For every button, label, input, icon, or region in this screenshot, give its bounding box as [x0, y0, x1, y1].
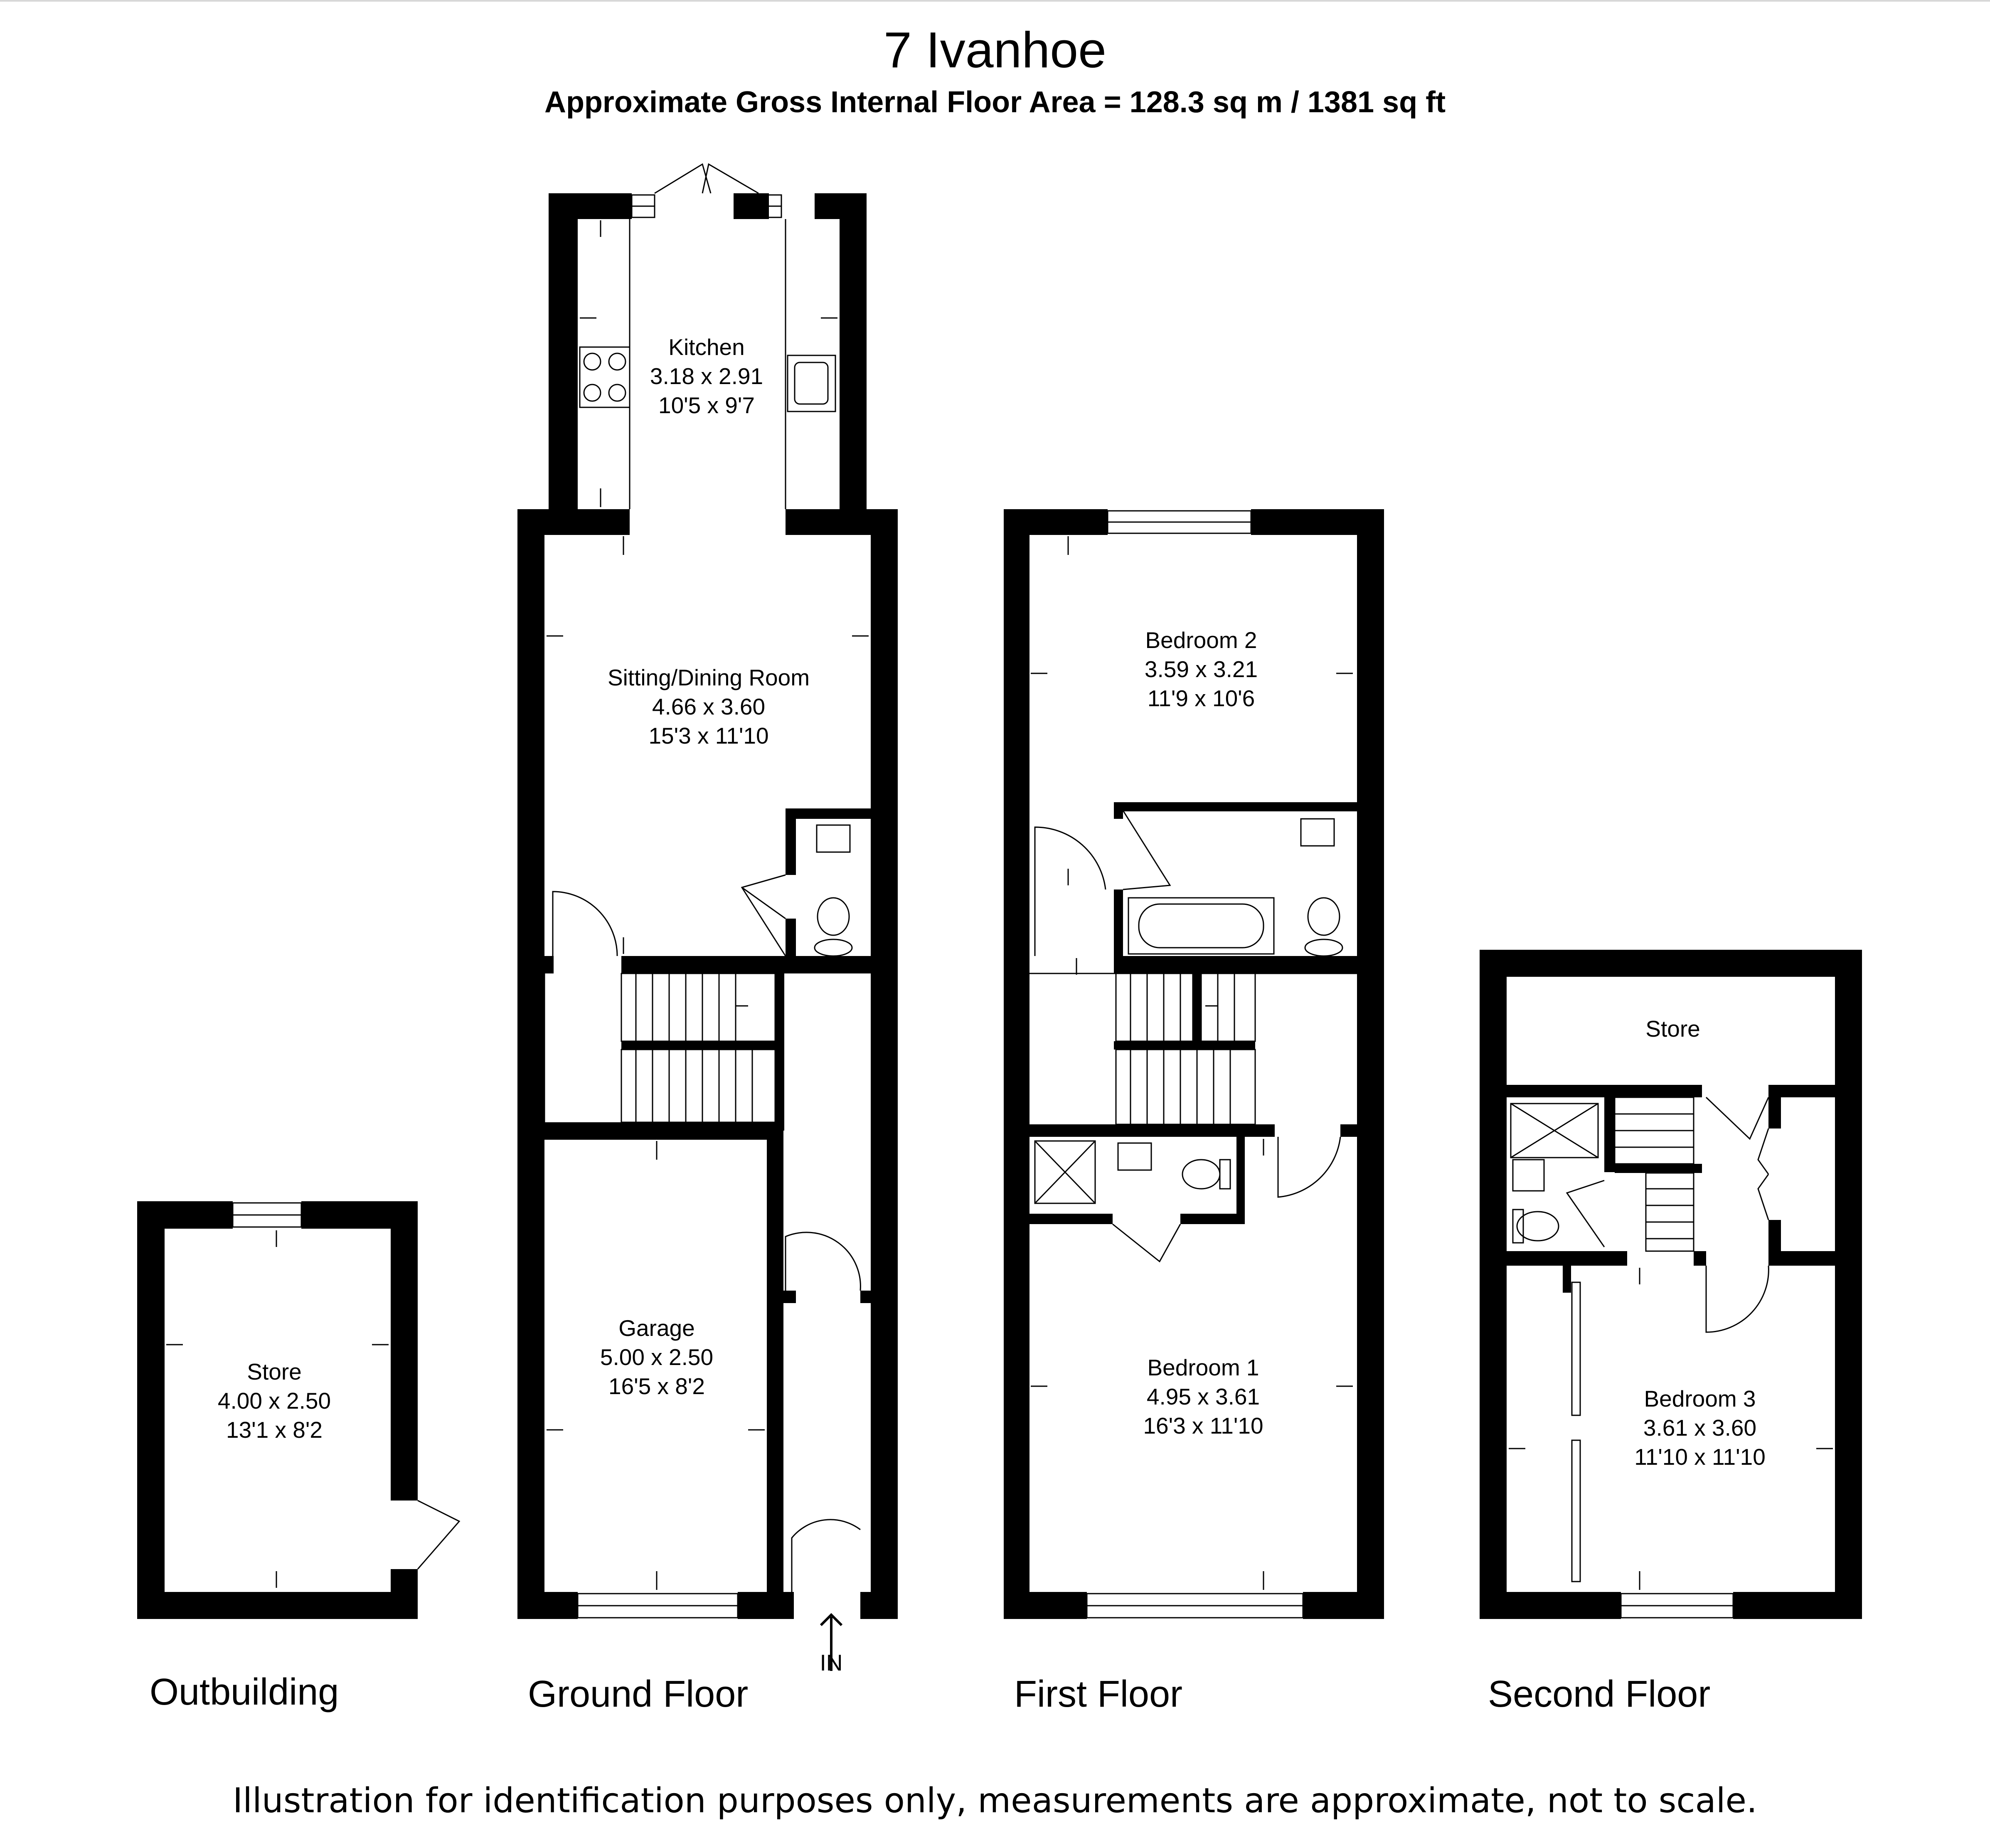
floor-label-ground: Ground Floor — [528, 1673, 749, 1715]
floor-label-first: First Floor — [1014, 1673, 1182, 1715]
floor-area-summary: Approximate Gross Internal Floor Area = … — [544, 86, 1446, 119]
room-metric: 4.00 x 2.50 — [217, 1388, 331, 1414]
entrance-label: IN — [820, 1650, 843, 1676]
room-imperial: 13'1 x 8'2 — [226, 1417, 323, 1443]
floor-label-outbuilding: Outbuilding — [150, 1671, 339, 1713]
room-name: Sitting/Dining Room — [607, 665, 810, 690]
room-name: Bedroom 1 — [1147, 1355, 1259, 1380]
room-metric: 4.95 x 3.61 — [1146, 1384, 1260, 1409]
room-imperial: 16'5 x 8'2 — [608, 1373, 705, 1399]
room-imperial: 15'3 x 11'10 — [648, 723, 769, 749]
room-name: Kitchen — [668, 334, 745, 360]
room-bedroom-2: Bedroom 2 3.59 x 3.21 11'9 x 10'6 — [1145, 626, 1258, 713]
plan-title: 7 Ivanhoe — [884, 22, 1106, 78]
room-imperial: 11'10 x 11'10 — [1634, 1444, 1766, 1470]
room-name: Store — [247, 1359, 302, 1385]
room-name: Garage — [618, 1315, 695, 1341]
room-second-floor-store: Store — [1645, 1014, 1700, 1043]
room-kitchen: Kitchen 3.18 x 2.91 10'5 x 9'7 — [650, 333, 763, 420]
room-garage: Garage 5.00 x 2.50 16'5 x 8'2 — [600, 1313, 713, 1401]
entrance-arrow-icon — [820, 1613, 843, 1671]
dimension-ticks — [166, 220, 1833, 1590]
disclaimer: Illustration for identification purposes… — [232, 1781, 1758, 1821]
room-bedroom-3: Bedroom 3 3.61 x 3.60 11'10 x 11'10 — [1634, 1384, 1766, 1471]
room-metric: 3.61 x 3.60 — [1643, 1415, 1757, 1441]
room-name: Bedroom 3 — [1644, 1386, 1756, 1412]
room-metric: 4.66 x 3.60 — [652, 694, 766, 719]
room-name: Store — [1645, 1016, 1700, 1042]
room-metric: 3.18 x 2.91 — [650, 363, 763, 389]
room-name: Bedroom 2 — [1145, 627, 1257, 653]
floor-label-second: Second Floor — [1488, 1673, 1711, 1715]
room-imperial: 16'3 x 11'10 — [1143, 1413, 1263, 1439]
room-imperial: 10'5 x 9'7 — [658, 392, 755, 418]
walls — [137, 193, 1862, 1619]
room-imperial: 11'9 x 10'6 — [1147, 685, 1255, 711]
room-bedroom-1: Bedroom 1 4.95 x 3.61 16'3 x 11'10 — [1143, 1353, 1263, 1440]
room-metric: 3.59 x 3.21 — [1144, 656, 1258, 682]
room-outbuilding-store: Store 4.00 x 2.50 13'1 x 8'2 — [218, 1357, 331, 1444]
room-metric: 5.00 x 2.50 — [600, 1344, 714, 1370]
room-sitting-dining: Sitting/Dining Room 4.66 x 3.60 15'3 x 1… — [608, 663, 810, 750]
top-rule — [0, 0, 1990, 2]
thin-lines — [232, 163, 1769, 1619]
